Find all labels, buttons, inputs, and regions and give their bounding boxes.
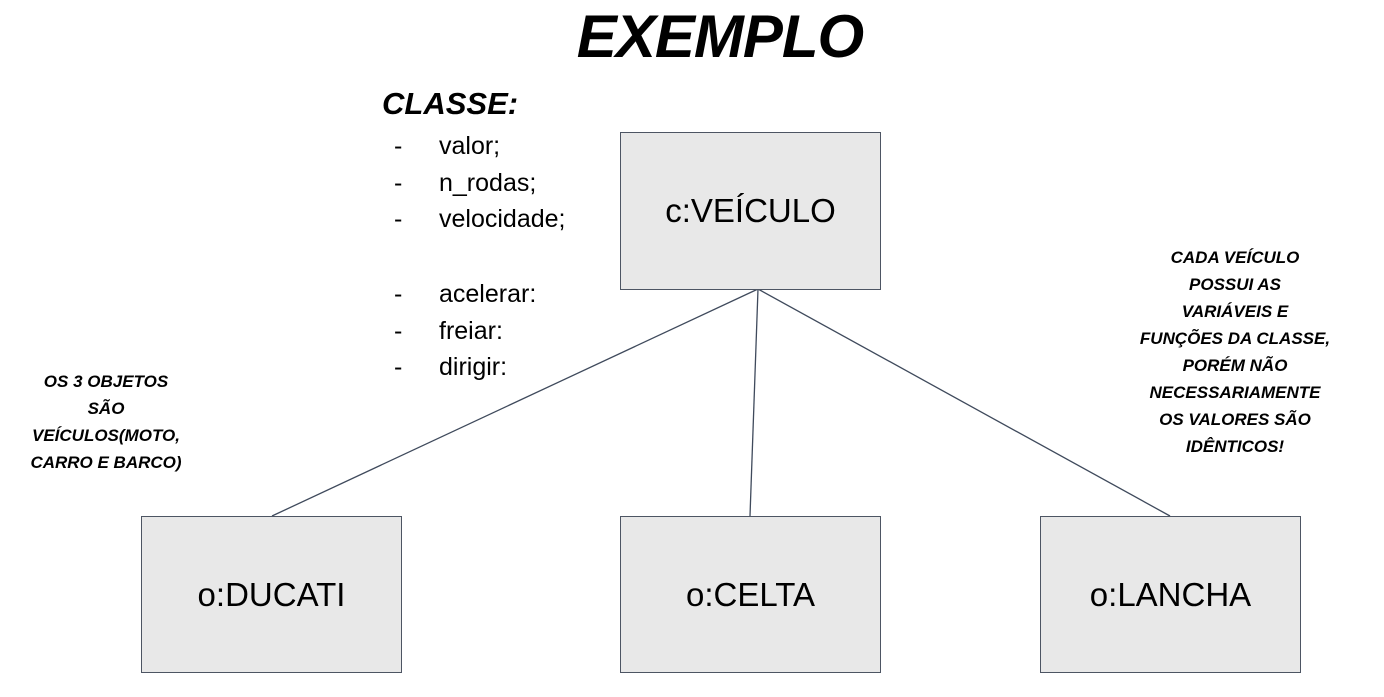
class-heading: CLASSE: (382, 86, 519, 121)
note-line: NECESSARIAMENTE (1149, 383, 1321, 402)
bullet-dash: - (394, 353, 403, 381)
bullet-dash: - (394, 132, 403, 160)
bullet-dash: - (394, 168, 403, 197)
bullet-dash: - (394, 280, 403, 308)
connector-veiculo-lancha (757, 288, 1171, 517)
note-line: VEÍCULOS(MOTO, (32, 426, 180, 445)
connector-veiculo-celta (749, 288, 759, 517)
object-node-label: o:LANCHA (1089, 575, 1252, 613)
note-objects-are-vehicles: OS 3 OBJETOS SÃO VEÍCULOS(MOTO, CARRO E … (18, 368, 194, 476)
note-line: OS VALORES SÃO (1159, 410, 1311, 429)
attribute-item: - velocidade; (394, 201, 565, 238)
method-item: - freiar: (394, 313, 536, 350)
note-line: PORÉM NÃO (1182, 356, 1288, 375)
attribute-item: - n_rodas; (394, 165, 565, 202)
note-line: POSSUI AS (1189, 275, 1281, 294)
class-node-veiculo: c:VEÍCULO (620, 132, 881, 290)
attribute-label: n_rodas; (439, 168, 537, 197)
object-node-ducati: o:DUCATI (141, 516, 402, 673)
object-node-label: o:CELTA (686, 575, 815, 613)
attribute-label: velocidade; (439, 205, 566, 233)
bullet-dash: - (394, 205, 403, 233)
class-method-list: - acelerar: - freiar: - dirigir: (394, 276, 536, 386)
note-line: SÃO (87, 399, 125, 418)
attribute-item: - valor; (394, 128, 565, 165)
note-line: CADA VEÍCULO (1170, 248, 1300, 267)
method-label: freiar: (439, 316, 503, 345)
method-item: - dirigir: (394, 349, 536, 386)
note-line: CARRO E BARCO) (30, 453, 182, 472)
method-item: - acelerar: (394, 276, 536, 313)
method-label: dirigir: (439, 353, 508, 381)
attribute-label: valor; (439, 132, 501, 160)
note-line: IDÊNTICOS! (1185, 437, 1285, 456)
note-line: FUNÇÕES DA CLASSE, (1139, 329, 1331, 348)
object-node-celta: o:CELTA (620, 516, 881, 673)
page-title: EXEMPLO (576, 3, 864, 70)
note-line: VARIÁVEIS E (1181, 302, 1289, 321)
class-node-label: c:VEÍCULO (665, 192, 836, 229)
note-each-vehicle: CADA VEÍCULO POSSUI AS VARIÁVEIS E FUNÇÕ… (1128, 244, 1342, 460)
connector-veiculo-ducati (271, 288, 759, 517)
method-label: acelerar: (439, 280, 537, 308)
object-node-label: o:DUCATI (197, 575, 346, 613)
bullet-dash: - (394, 316, 403, 345)
note-line: OS 3 OBJETOS (43, 372, 169, 391)
object-node-lancha: o:LANCHA (1040, 516, 1301, 673)
class-attribute-list: - valor; - n_rodas; - velocidade; (394, 128, 565, 238)
